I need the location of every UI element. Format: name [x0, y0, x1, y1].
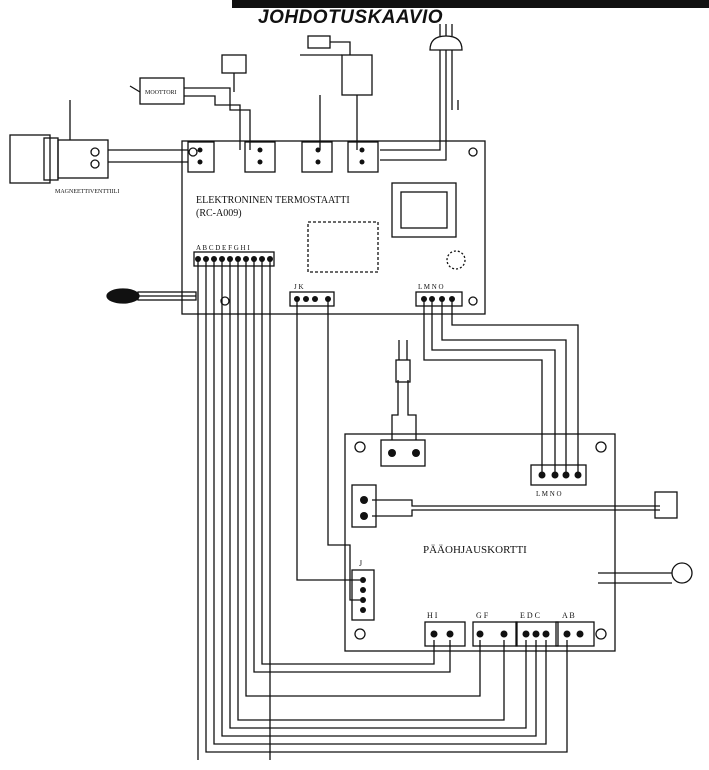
main-letters-lmno: L M N O	[536, 490, 562, 498]
main-letter-j: J	[359, 559, 362, 568]
main-letters-edc: E D C	[520, 611, 540, 620]
thermostat-letters-top: A B C D E F G H I	[196, 244, 250, 252]
thermostat-model: (RC-A009)	[196, 208, 242, 219]
magnetic-valve	[9, 134, 51, 184]
main-letters-ab: A B	[562, 611, 575, 620]
thermostat-connector-jk	[289, 291, 335, 307]
main-connector-ab	[555, 621, 595, 647]
main-connector-gf	[472, 621, 518, 647]
main-connector-lmno	[530, 464, 587, 486]
thermostat-letters-lmno: L M N O	[418, 283, 444, 291]
diagram-title: JOHDOTUSKAAVIO	[258, 7, 444, 28]
relay-switch	[341, 54, 373, 96]
thermostat-label: ELEKTRONINEN TERMOSTAATTI	[196, 195, 350, 206]
thermostat-connector-lmno	[415, 291, 463, 307]
motor	[139, 77, 185, 105]
main-connector-edc	[515, 621, 559, 647]
main-connector-hi	[424, 621, 466, 647]
motor-label: MOOTTORI	[145, 90, 177, 96]
title-bar	[232, 0, 709, 8]
thermostat-board	[181, 140, 486, 315]
main-connector-j	[351, 569, 375, 621]
thermostat-connector-abcdefghi	[193, 251, 275, 267]
main-board-label: PÄÄOHJAUSKORTTI	[423, 544, 527, 556]
power-plug	[429, 35, 463, 51]
main-letters-gf: G F	[476, 611, 489, 620]
chip-area	[307, 221, 379, 273]
transformer	[391, 182, 457, 238]
main-letters-hi: H I	[427, 611, 438, 620]
pressure-gauge	[671, 562, 693, 584]
magnetic-valve-label: MAGNEETTIVENTTIILI	[55, 189, 119, 195]
thermostat-letters-jk: J K	[294, 283, 304, 291]
